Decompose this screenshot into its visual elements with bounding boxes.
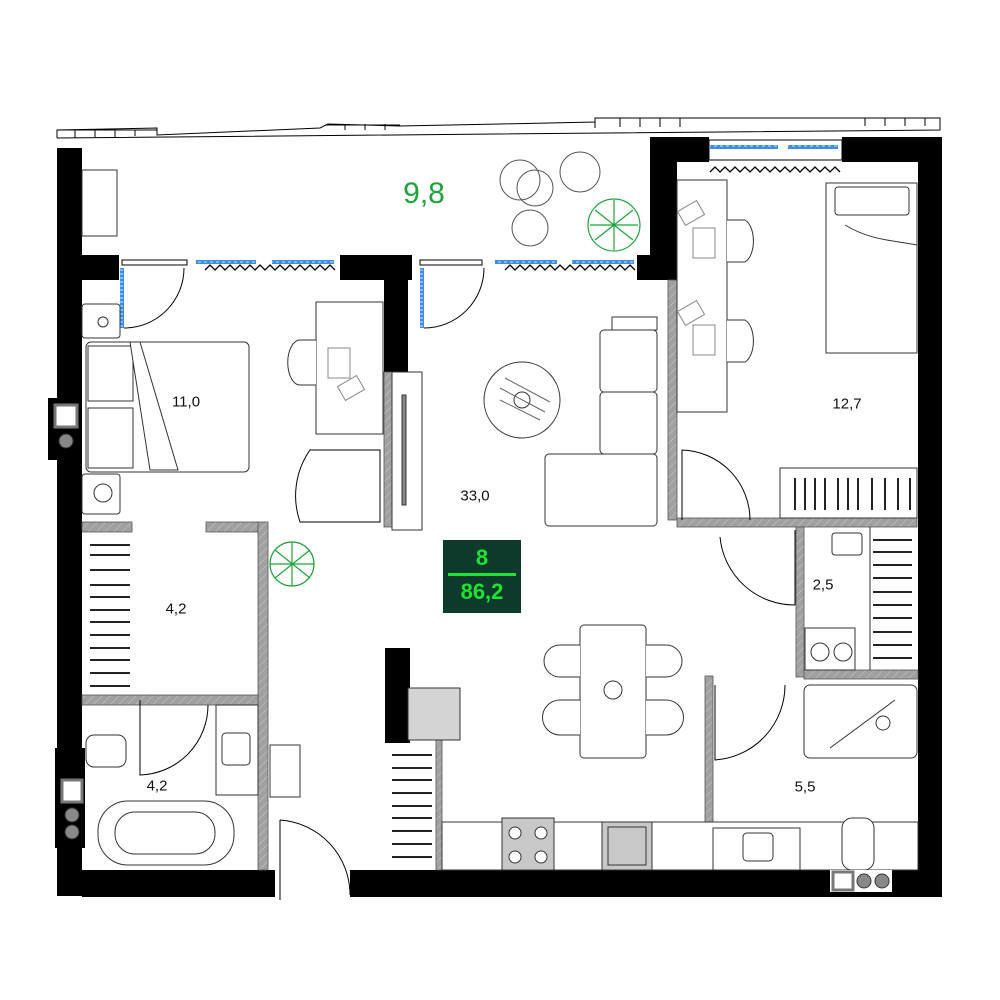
room-area-bedroom-1: 11,0 xyxy=(171,393,201,411)
laundry-fixtures xyxy=(804,527,871,671)
plant-icon xyxy=(269,198,641,587)
bathroom2-fixtures xyxy=(712,684,918,871)
bedroom1-furniture xyxy=(81,301,384,515)
room-area-bedroom-2: 12,7 xyxy=(832,395,862,413)
room-area-bathroom-2: 5,5 xyxy=(794,778,816,796)
room-area-living-kitchen: 33,0 xyxy=(460,487,490,505)
bathroom1-fixtures xyxy=(85,704,301,866)
doors xyxy=(123,267,796,900)
interior-partitions xyxy=(81,279,919,871)
room-area-wardrobe: 4,2 xyxy=(165,600,187,618)
room-area-laundry: 2,5 xyxy=(812,576,834,594)
windows xyxy=(120,139,843,328)
wardrobes xyxy=(90,478,912,858)
exterior-walls xyxy=(57,137,942,897)
living-furniture xyxy=(391,316,658,531)
apartment-number: 8 xyxy=(475,545,489,570)
balcony-furniture xyxy=(499,151,601,247)
curtains xyxy=(204,166,841,271)
balcony-area-label: 9,8 xyxy=(403,177,445,210)
bedroom2-furniture xyxy=(676,179,918,519)
total-area: 86,2 xyxy=(460,579,504,604)
badge-divider xyxy=(448,573,516,576)
balcony-cabinet xyxy=(81,169,118,237)
kitchen xyxy=(407,624,919,871)
apartment-summary-badge: 8 86,2 xyxy=(443,540,521,613)
room-area-bathroom-1: 4,2 xyxy=(146,777,168,795)
balcony-railing xyxy=(56,117,941,139)
utility-risers xyxy=(48,398,892,892)
